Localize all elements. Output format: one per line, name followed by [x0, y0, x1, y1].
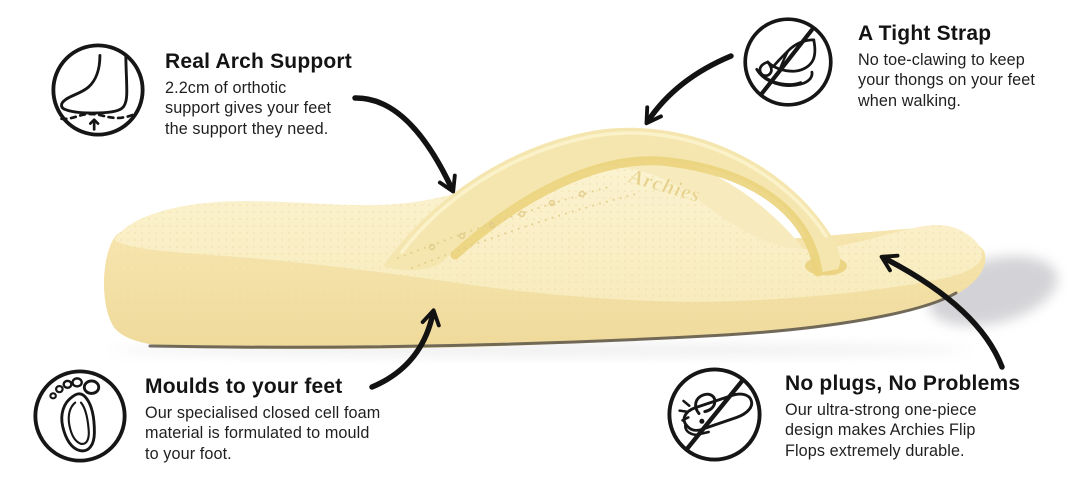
- callout-line: to your foot.: [145, 445, 232, 464]
- arrow-no-plugs: [879, 253, 1005, 370]
- callout-title: Real Arch Support: [165, 50, 352, 73]
- footbed-dot-texture: [114, 165, 983, 302]
- callout-line: 2.2cm of orthotic: [165, 78, 287, 97]
- footprint-icon: [33, 369, 127, 463]
- no-plugs-icon: [667, 367, 762, 462]
- callout-line: your thongs on your feet: [858, 71, 1035, 90]
- no-toe-clawing-icon: [743, 17, 833, 107]
- callout-line: Our specialised closed cell foam: [145, 403, 381, 422]
- callout-line: Our ultra-strong one-piece: [785, 400, 977, 419]
- arch-support-icon: [51, 43, 145, 137]
- arrow-tight-strap: [644, 53, 734, 126]
- callout-line: No toe-clawing to keep: [858, 50, 1025, 69]
- outsole-line: [148, 291, 958, 349]
- callout-title: Moulds to your feet: [145, 375, 343, 398]
- callout-moulds: Moulds to your feet Our specialised clos…: [145, 375, 380, 465]
- callout-title: No plugs, No Problems: [785, 372, 1021, 395]
- strap-top-highlight: [400, 131, 828, 254]
- callout-line: when walking.: [858, 92, 961, 111]
- callout-arch-support: Real Arch Support 2.2cm of orthotic supp…: [165, 50, 352, 140]
- callout-line: the support they need.: [165, 120, 329, 139]
- arrow-moulds: [369, 308, 441, 390]
- arrow-arch-support: [352, 95, 457, 194]
- callout-line: Flops extremely durable.: [785, 442, 965, 461]
- callout-line: support gives your feet: [165, 99, 332, 118]
- callout-line: material is formulated to mould: [145, 424, 370, 443]
- callout-title: A Tight Strap: [858, 22, 992, 45]
- strap-emboss-pattern: [428, 190, 586, 251]
- callout-tight-strap: A Tight Strap No toe-clawing to keep you…: [858, 22, 1035, 112]
- strap-dotted-trim: [411, 192, 641, 269]
- callout-no-plugs: No plugs, No Problems Our ultra-strong o…: [785, 372, 1020, 462]
- strap-inner-gloss: [450, 156, 823, 277]
- flipflop-strap: [383, 127, 841, 274]
- callout-line: design makes Archies Flip: [785, 421, 976, 440]
